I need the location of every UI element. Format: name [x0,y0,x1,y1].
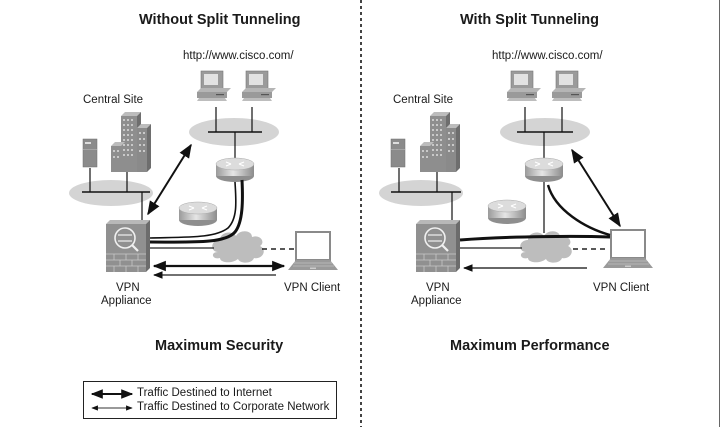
right-client-label: VPN Client [593,282,650,294]
central-site-lan-ellipse [379,180,463,206]
right-appliance-label-line2: Appliance [411,295,462,307]
server-icon [82,138,98,168]
vpn-client-laptop-icon [602,229,654,269]
web-server-pc-icon [196,70,232,102]
web-server-pc-icon [551,70,587,102]
left-appliance-label-line1: VPN [116,282,140,294]
router-icon [215,157,255,183]
web-server-pc-icon [506,70,542,102]
left-panel-title: Without Split Tunneling [139,12,301,28]
legend-box: Traffic Destined to Internet Traffic Des… [83,381,337,419]
router-icon [178,201,218,227]
right-panel-caption: Maximum Performance [450,338,610,354]
legend-label: Traffic Destined to Corporate Network [137,401,330,413]
legend-label: Traffic Destined to Internet [137,387,272,399]
vpn-appliance-icon [104,218,152,274]
router-icon [524,157,564,183]
right-url-label: http://www.cisco.com/ [492,50,603,62]
left-panel-caption: Maximum Security [155,338,284,354]
central-site-lan-ellipse [69,180,153,206]
left-diagram [69,70,339,279]
left-url-label: http://www.cisco.com/ [183,50,294,62]
internet-cloud-icon [212,231,264,263]
web-server-pc-icon [241,70,277,102]
vpn-appliance-icon [414,218,462,274]
left-appliance-label-line2: Appliance [101,295,152,307]
building-icon [420,112,460,172]
vpn-client-laptop-icon [287,231,339,271]
right-panel-title: With Split Tunneling [460,12,599,28]
internet-traffic-arrow [147,143,192,216]
building-icon [111,112,151,172]
internet-traffic-arrow [571,148,621,228]
right-appliance-label-line1: VPN [426,282,450,294]
left-client-label: VPN Client [284,282,341,294]
left-central-site-label: Central Site [83,94,144,106]
right-diagram [379,70,654,274]
right-central-site-label: Central Site [393,94,454,106]
server-icon [390,138,406,168]
router-icon [487,199,527,225]
